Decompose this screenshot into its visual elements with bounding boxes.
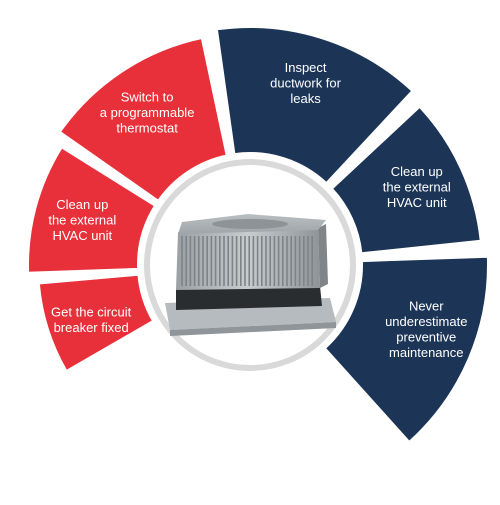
segment-label-line: HVAC unit: [52, 228, 112, 243]
segment-label-line: Get the circuit: [51, 304, 132, 319]
segment-label-line: underestimate: [385, 314, 467, 329]
segment-label-line: leaks: [290, 91, 321, 106]
segment-label-line: a programmable: [100, 105, 195, 120]
segment-clean-hvac-right: [330, 105, 482, 255]
segment-label-line: HVAC unit: [387, 195, 447, 210]
segment-label-line: Clean up: [56, 197, 108, 212]
segment-label-line: Never: [409, 298, 444, 313]
segment-label-line: Switch to: [121, 89, 174, 104]
segment-label-line: breaker fixed: [54, 320, 129, 335]
segment-circuit-breaker: [37, 273, 155, 372]
segment-label-line: the external: [383, 180, 451, 195]
segment-programmable-thermostat: [58, 37, 228, 202]
segment-label-line: thermostat: [116, 120, 178, 135]
segment-label-line: Clean up: [391, 164, 443, 179]
hvac-outdoor-unit-icon: [165, 214, 336, 336]
segment-label-line: ductwork for: [270, 76, 341, 91]
segment-label-line: Inspect: [285, 60, 327, 75]
segment-clean-hvac-left: [27, 146, 157, 274]
segment-inspect-ductwork: [215, 26, 414, 185]
segment-label-line: preventive: [396, 329, 456, 344]
segment-label-line: the external: [48, 213, 116, 228]
segment-label-line: maintenance: [389, 345, 463, 360]
segment-preventive-maintenance: [323, 255, 489, 443]
